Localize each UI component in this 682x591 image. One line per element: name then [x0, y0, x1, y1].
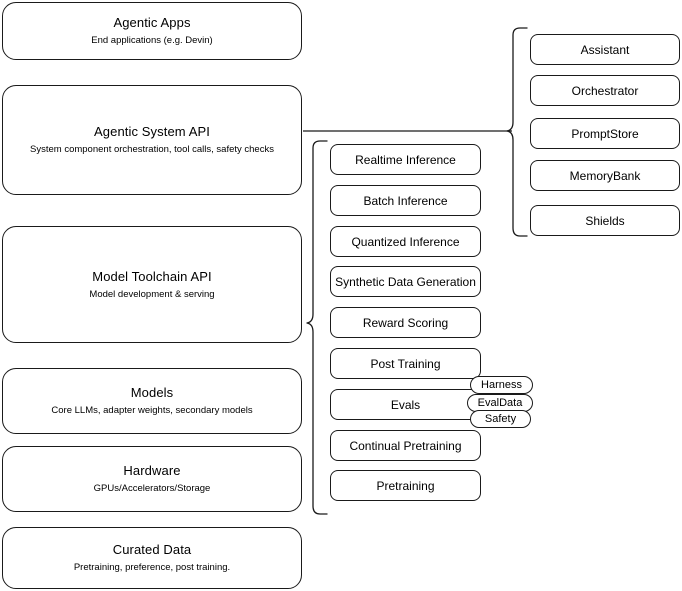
toolchain-item-quantized-inference[interactable]: Quantized Inference — [330, 226, 481, 257]
layer-title: Curated Data — [112, 542, 192, 557]
layer-subtitle: Model development & serving — [89, 288, 215, 300]
toolchain-item-realtime-inference[interactable]: Realtime Inference — [330, 144, 481, 175]
badge-label: EvalData — [477, 396, 523, 409]
system-item-shields[interactable]: Shields — [530, 205, 680, 236]
layer-models[interactable]: Models Core LLMs, adapter weights, secon… — [2, 368, 302, 434]
node-label: PromptStore — [571, 126, 639, 141]
toolchain-item-reward-scoring[interactable]: Reward Scoring — [330, 307, 481, 338]
system-item-memorybank[interactable]: MemoryBank — [530, 160, 680, 191]
layer-curated-data[interactable]: Curated Data Pretraining, preference, po… — [2, 527, 302, 589]
node-label: Realtime Inference — [355, 152, 456, 167]
node-label: Quantized Inference — [351, 234, 460, 249]
toolchain-item-pretraining[interactable]: Pretraining — [330, 470, 481, 501]
node-label: Batch Inference — [363, 193, 448, 208]
layer-hardware[interactable]: Hardware GPUs/Accelerators/Storage — [2, 446, 302, 512]
node-label: Assistant — [580, 42, 630, 57]
layer-subtitle: GPUs/Accelerators/Storage — [93, 483, 211, 494]
layer-title: Hardware — [123, 463, 181, 478]
system-item-orchestrator[interactable]: Orchestrator — [530, 75, 680, 106]
layer-subtitle: Pretraining, preference, post training. — [73, 562, 231, 573]
node-label: MemoryBank — [569, 168, 641, 183]
node-label: Pretraining — [376, 478, 435, 493]
node-label: Shields — [585, 213, 625, 228]
layer-agentic-apps[interactable]: Agentic Apps End applications (e.g. Devi… — [2, 2, 302, 60]
toolchain-item-synthetic-data-generation[interactable]: Synthetic Data Generation — [330, 266, 481, 297]
layer-title: Agentic System API — [94, 124, 210, 139]
badge-label: Safety — [484, 412, 517, 425]
node-label: Synthetic Data Generation — [335, 274, 476, 289]
layer-title: Agentic Apps — [113, 15, 191, 30]
system-item-assistant[interactable]: Assistant — [530, 34, 680, 65]
node-label: Reward Scoring — [362, 315, 449, 330]
layer-subtitle: End applications (e.g. Devin) — [91, 35, 213, 46]
layer-subtitle: System component orchestration, tool cal… — [30, 144, 274, 155]
node-label: Evals — [390, 397, 421, 412]
layer-title: Model Toolchain API — [92, 268, 212, 284]
toolchain-item-continual-pretraining[interactable]: Continual Pretraining — [330, 430, 481, 461]
eval-badge-harness[interactable]: Harness — [470, 376, 533, 394]
node-label: Continual Pretraining — [349, 438, 462, 453]
layer-subtitle: Core LLMs, adapter weights, secondary mo… — [51, 405, 253, 416]
eval-badge-safety[interactable]: Safety — [470, 410, 531, 428]
toolchain-item-batch-inference[interactable]: Batch Inference — [330, 185, 481, 216]
node-label: Orchestrator — [571, 83, 639, 98]
layer-model-toolchain-api[interactable]: Model Toolchain API Model development & … — [2, 226, 302, 343]
badge-label: Harness — [481, 378, 522, 391]
toolchain-item-post-training[interactable]: Post Training — [330, 348, 481, 379]
toolchain-item-evals[interactable]: Evals — [330, 389, 481, 420]
layer-agentic-system-api[interactable]: Agentic System API System component orch… — [2, 85, 302, 195]
system-item-promptstore[interactable]: PromptStore — [530, 118, 680, 149]
node-label: Post Training — [370, 356, 441, 371]
layer-title: Models — [130, 385, 174, 400]
